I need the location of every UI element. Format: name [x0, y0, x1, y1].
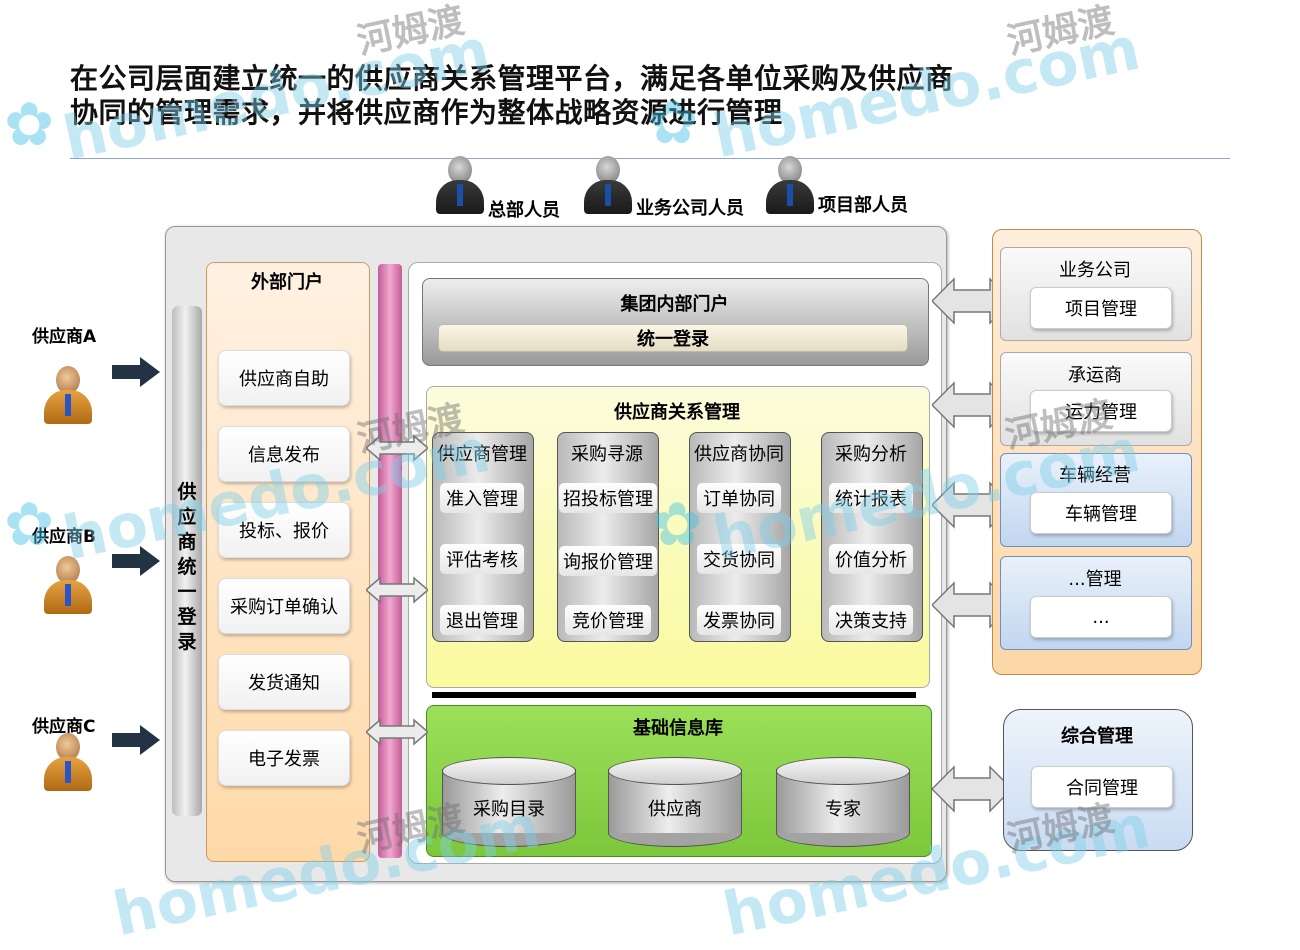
srm-column-title: 采购分析 — [835, 444, 907, 465]
supplier-label-b: 供应商B — [32, 527, 96, 547]
srm-item: 竞价管理 — [565, 605, 651, 635]
system-item: 运力管理 — [1030, 390, 1172, 432]
right-arrow-icon — [112, 546, 160, 576]
group-portal-title: 集团内部门户 — [620, 294, 729, 315]
base-db-title: 基础信息库 — [633, 718, 723, 739]
srm-item: 价值分析 — [829, 544, 913, 574]
contract-management: 合同管理 — [1031, 766, 1173, 808]
role-label-hq: 总部人员 — [488, 200, 560, 221]
srm-column-title: 供应商管理 — [437, 444, 527, 465]
integration-bus — [378, 264, 402, 858]
watermark-logo-icon: ✿ — [4, 90, 55, 160]
project-staff-avatar — [766, 156, 814, 214]
external-portal-title: 外部门户 — [251, 272, 323, 293]
srm-item: 决策支持 — [829, 605, 913, 635]
title-divider — [70, 158, 1230, 159]
srm-item: 统计报表 — [829, 483, 913, 513]
srm-item: 订单协同 — [697, 483, 781, 513]
srm-item: 退出管理 — [440, 605, 524, 635]
portal-item-bid-quote: 投标、报价 — [218, 502, 350, 558]
page-title: 在公司层面建立统一的供应商关系管理平台，满足各单位采购及供应商 协同的管理需求，… — [70, 62, 954, 129]
system-title: 业务公司 — [1059, 260, 1131, 281]
system-item: ... — [1030, 596, 1172, 638]
supplier-b-avatar — [44, 556, 92, 614]
portal-item-e-invoice: 电子发票 — [218, 730, 350, 786]
database-cylinder-icon: 供应商 — [608, 757, 742, 847]
srm-item: 评估考核 — [440, 544, 524, 574]
hq-staff-avatar — [436, 156, 484, 214]
role-label-project: 项目部人员 — [818, 195, 908, 216]
system-item: 项目管理 — [1030, 287, 1172, 329]
database-cylinder-icon: 采购目录 — [442, 757, 576, 847]
double-arrow-icon — [366, 434, 428, 462]
srm-title: 供应商关系管理 — [614, 402, 740, 423]
srm-item: 询报价管理 — [559, 546, 657, 576]
database-cylinder-icon: 专家 — [776, 757, 910, 847]
system-title: 车辆经营 — [1059, 465, 1131, 486]
srm-item: 发票协同 — [697, 605, 781, 635]
srm-column-title: 采购寻源 — [571, 444, 643, 465]
right-arrow-icon — [112, 357, 160, 387]
supplier-c-avatar — [44, 733, 92, 791]
watermark-cn: 河姆渡 — [353, 0, 468, 63]
supplier-login-bar — [172, 306, 202, 816]
srm-column-title: 供应商协同 — [694, 444, 784, 465]
double-arrow-icon — [366, 576, 428, 604]
supplier-label-c: 供应商C — [32, 717, 96, 737]
portal-item-shipping-notice: 发货通知 — [218, 654, 350, 710]
system-title: ...管理 — [1068, 569, 1122, 590]
double-arrow-icon — [366, 718, 428, 746]
srm-item: 招投标管理 — [559, 483, 657, 513]
portal-item-supplier-self-service: 供应商自助 — [218, 350, 350, 406]
supplier-login-label: 供应商统一登录 — [177, 481, 197, 653]
role-label-business: 业务公司人员 — [636, 198, 744, 219]
integrated-management-title: 综合管理 — [1061, 726, 1133, 747]
section-divider — [432, 692, 916, 698]
watermark-cn: 河姆渡 — [1003, 0, 1118, 63]
portal-item-info-release: 信息发布 — [218, 426, 350, 482]
unified-login: 统一登录 — [438, 324, 908, 352]
srm-item: 交货协同 — [697, 544, 781, 574]
system-item: 车辆管理 — [1030, 492, 1172, 534]
supplier-label-a: 供应商A — [32, 327, 97, 347]
system-title: 承运商 — [1068, 365, 1122, 386]
business-staff-avatar — [584, 156, 632, 214]
portal-item-po-confirm: 采购订单确认 — [218, 578, 350, 634]
right-arrow-icon — [112, 725, 160, 755]
srm-item: 准入管理 — [440, 483, 524, 513]
double-arrow-icon — [932, 765, 1012, 813]
supplier-a-avatar — [44, 366, 92, 424]
